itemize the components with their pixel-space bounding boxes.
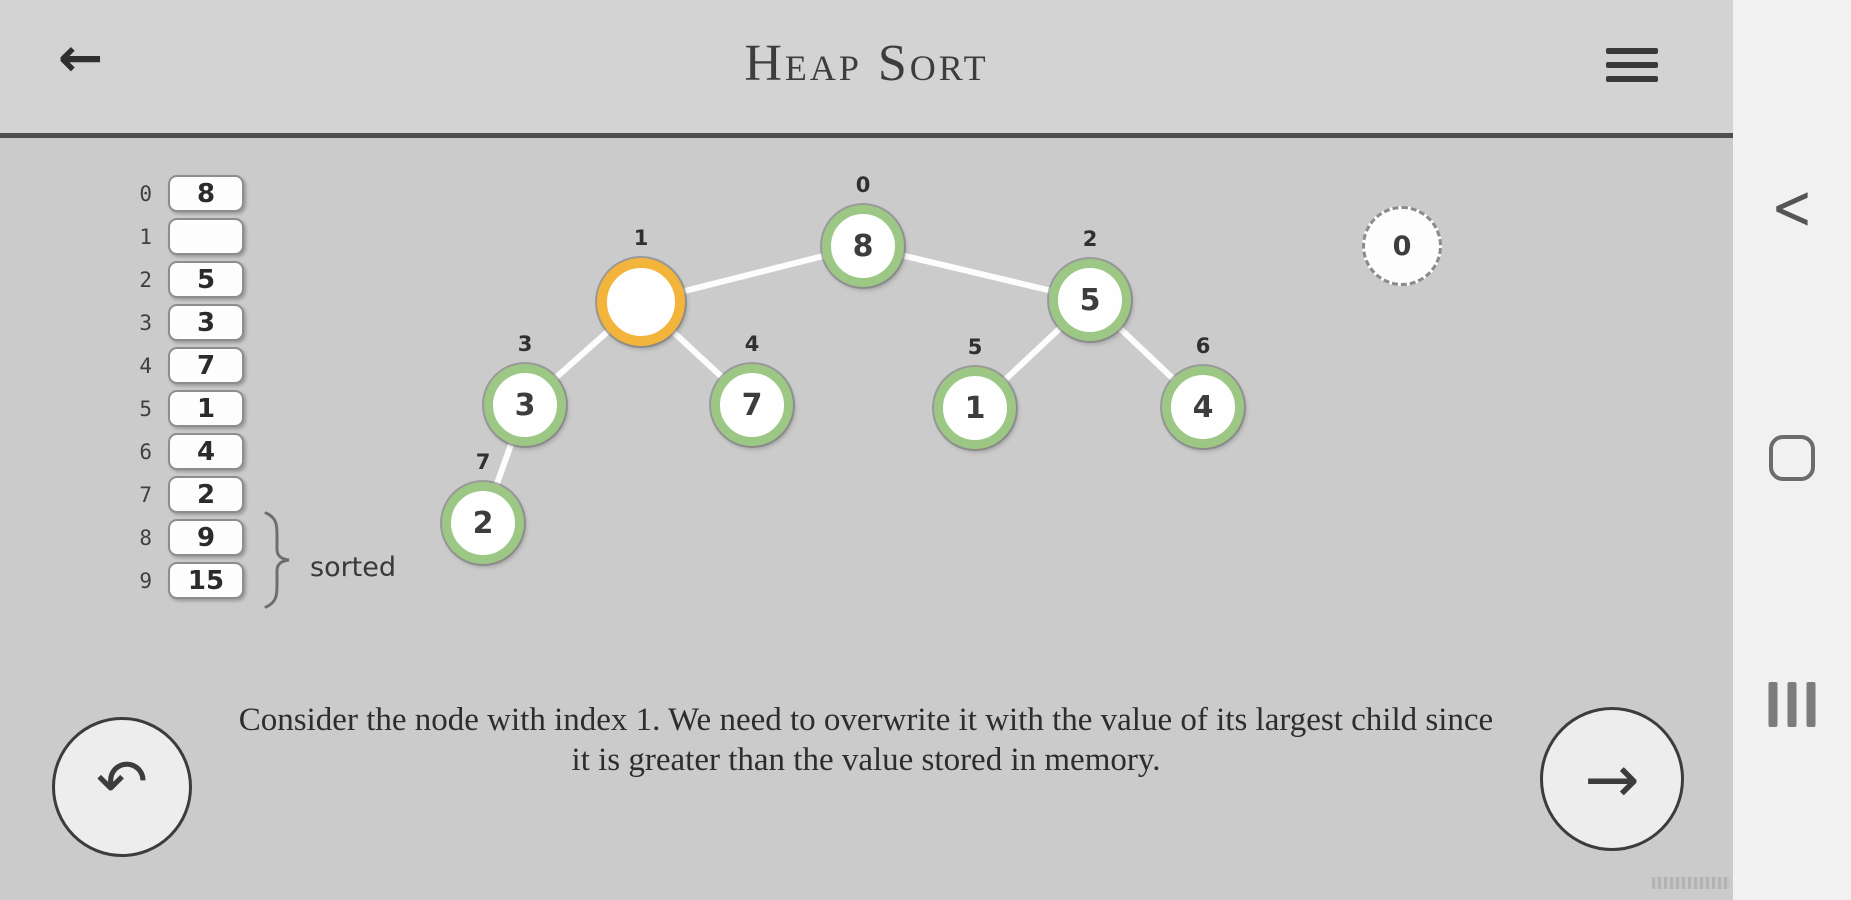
step-description: Consider the node with index 1. We need … xyxy=(238,702,1494,778)
sorted-brace xyxy=(262,510,294,610)
array-cell: 7 xyxy=(168,347,244,384)
undo-button[interactable]: ↶ xyxy=(52,717,192,857)
nav-recents-icon[interactable] xyxy=(1768,682,1816,727)
memory-node: 0 xyxy=(1362,206,1442,286)
node-value: 3 xyxy=(484,364,566,446)
node-index-label: 4 xyxy=(744,332,760,356)
node-value: 4 xyxy=(1162,366,1244,448)
back-icon[interactable]: ← xyxy=(58,26,104,89)
array-cell: 9 xyxy=(168,519,244,556)
node-value: 2 xyxy=(442,482,524,564)
node-value xyxy=(597,258,685,346)
array-cell: 8 xyxy=(168,175,244,212)
nav-home-icon[interactable] xyxy=(1769,435,1815,481)
array-cell: 2 xyxy=(168,476,244,513)
array-cell xyxy=(168,218,244,255)
recents-bar xyxy=(1768,682,1778,727)
array-index: 0 xyxy=(139,181,152,206)
array-index: 6 xyxy=(139,439,152,464)
array-index: 5 xyxy=(139,396,152,421)
array-index: 8 xyxy=(139,525,152,550)
array-row: 1 xyxy=(110,218,244,255)
watermark xyxy=(1652,877,1730,889)
array-cell: 3 xyxy=(168,304,244,341)
node-index-label: 3 xyxy=(517,332,533,356)
node-index-label: 5 xyxy=(967,335,983,359)
node-index-label: 7 xyxy=(475,450,491,474)
node-index-label: 0 xyxy=(855,173,871,197)
array-cell: 1 xyxy=(168,390,244,427)
node-value: 1 xyxy=(934,367,1016,449)
array-cell: 15 xyxy=(168,562,244,599)
array-index: 2 xyxy=(139,267,152,292)
array-index: 3 xyxy=(139,310,152,335)
recents-bar xyxy=(1806,682,1816,727)
sorted-label: sorted xyxy=(310,552,397,583)
tree-node-highlighted: 1 xyxy=(597,226,685,346)
array-index: 4 xyxy=(139,353,152,378)
array-cell: 5 xyxy=(168,261,244,298)
node-value: 8 xyxy=(822,205,904,287)
array-index: 7 xyxy=(139,482,152,507)
node-index-label: 6 xyxy=(1195,334,1211,358)
hamburger-bar xyxy=(1606,48,1658,54)
node-value: 5 xyxy=(1049,259,1131,341)
node-value: 7 xyxy=(711,364,793,446)
next-step-button[interactable]: → xyxy=(1540,707,1684,851)
array-cell: 4 xyxy=(168,433,244,470)
node-index-label: 1 xyxy=(633,226,649,250)
hamburger-menu-icon[interactable] xyxy=(1606,48,1660,82)
nav-back-icon[interactable]: < xyxy=(1771,170,1813,244)
system-navbar: < xyxy=(1733,0,1851,900)
hamburger-bar xyxy=(1606,76,1658,82)
top-app-bar: ← Heap Sort xyxy=(0,0,1733,133)
forward-arrow-icon: → xyxy=(1584,740,1640,818)
array-index: 1 xyxy=(139,224,152,249)
node-index-label: 2 xyxy=(1082,227,1098,251)
array-row: 9 15 xyxy=(110,562,244,599)
memory-value: 0 xyxy=(1392,230,1412,262)
recents-bar xyxy=(1787,682,1797,727)
hamburger-bar xyxy=(1606,62,1658,68)
topbar-divider xyxy=(0,133,1733,138)
page-title: Heap Sort xyxy=(744,35,989,92)
array-index: 9 xyxy=(139,568,152,593)
undo-icon: ↶ xyxy=(96,744,148,818)
